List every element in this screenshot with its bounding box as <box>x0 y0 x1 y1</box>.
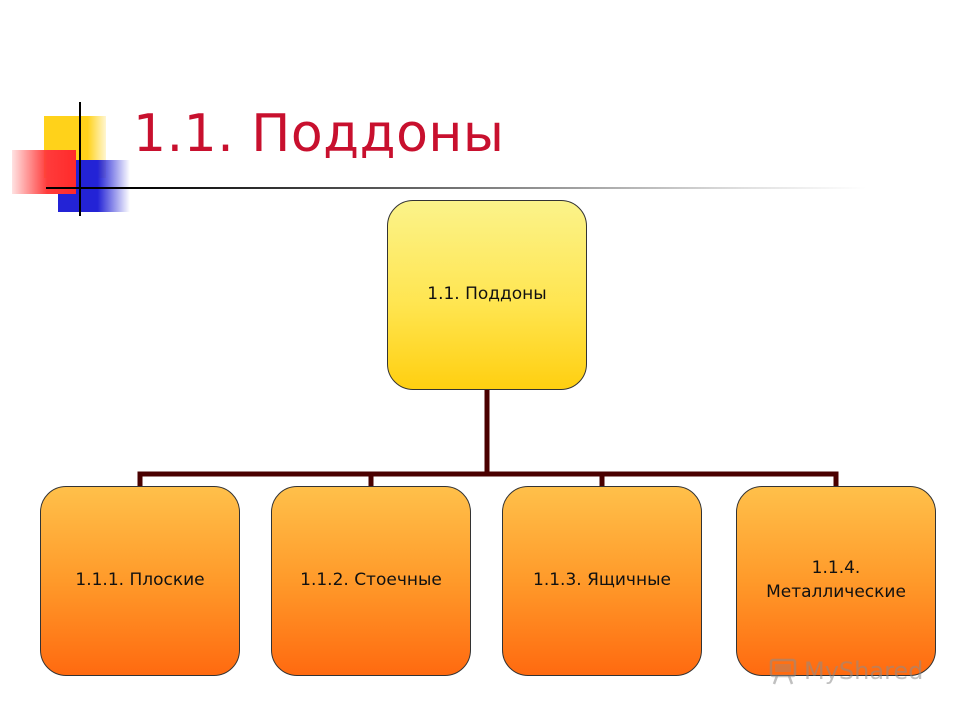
child-node-label: 1.1.3. Ящичные <box>533 570 671 591</box>
diagram-child-node-flat: 1.1.1. Плоские <box>40 486 240 676</box>
decor-vertical-line <box>79 102 81 216</box>
diagram-child-node-metal: 1.1.4. Металлические <box>736 486 936 676</box>
diagram-root-node: 1.1. Поддоны <box>387 200 587 390</box>
screen-icon <box>768 656 798 686</box>
diagram-child-node-post: 1.1.2. Стоечные <box>271 486 471 676</box>
watermark-text: MyShared <box>804 657 924 685</box>
watermark: MyShared <box>768 656 923 686</box>
root-node-label: 1.1. Поддоны <box>427 284 547 305</box>
slide-title: 1.1. Поддоны <box>133 104 505 164</box>
diagram-child-node-box: 1.1.3. Ящичные <box>502 486 702 676</box>
child-node-label: 1.1.2. Стоечные <box>300 570 442 591</box>
title-underline <box>46 187 866 189</box>
child-node-label: 1.1.4. Металлические <box>766 558 906 602</box>
child-node-label: 1.1.1. Плоские <box>75 570 205 591</box>
decor-red-square <box>12 150 76 194</box>
